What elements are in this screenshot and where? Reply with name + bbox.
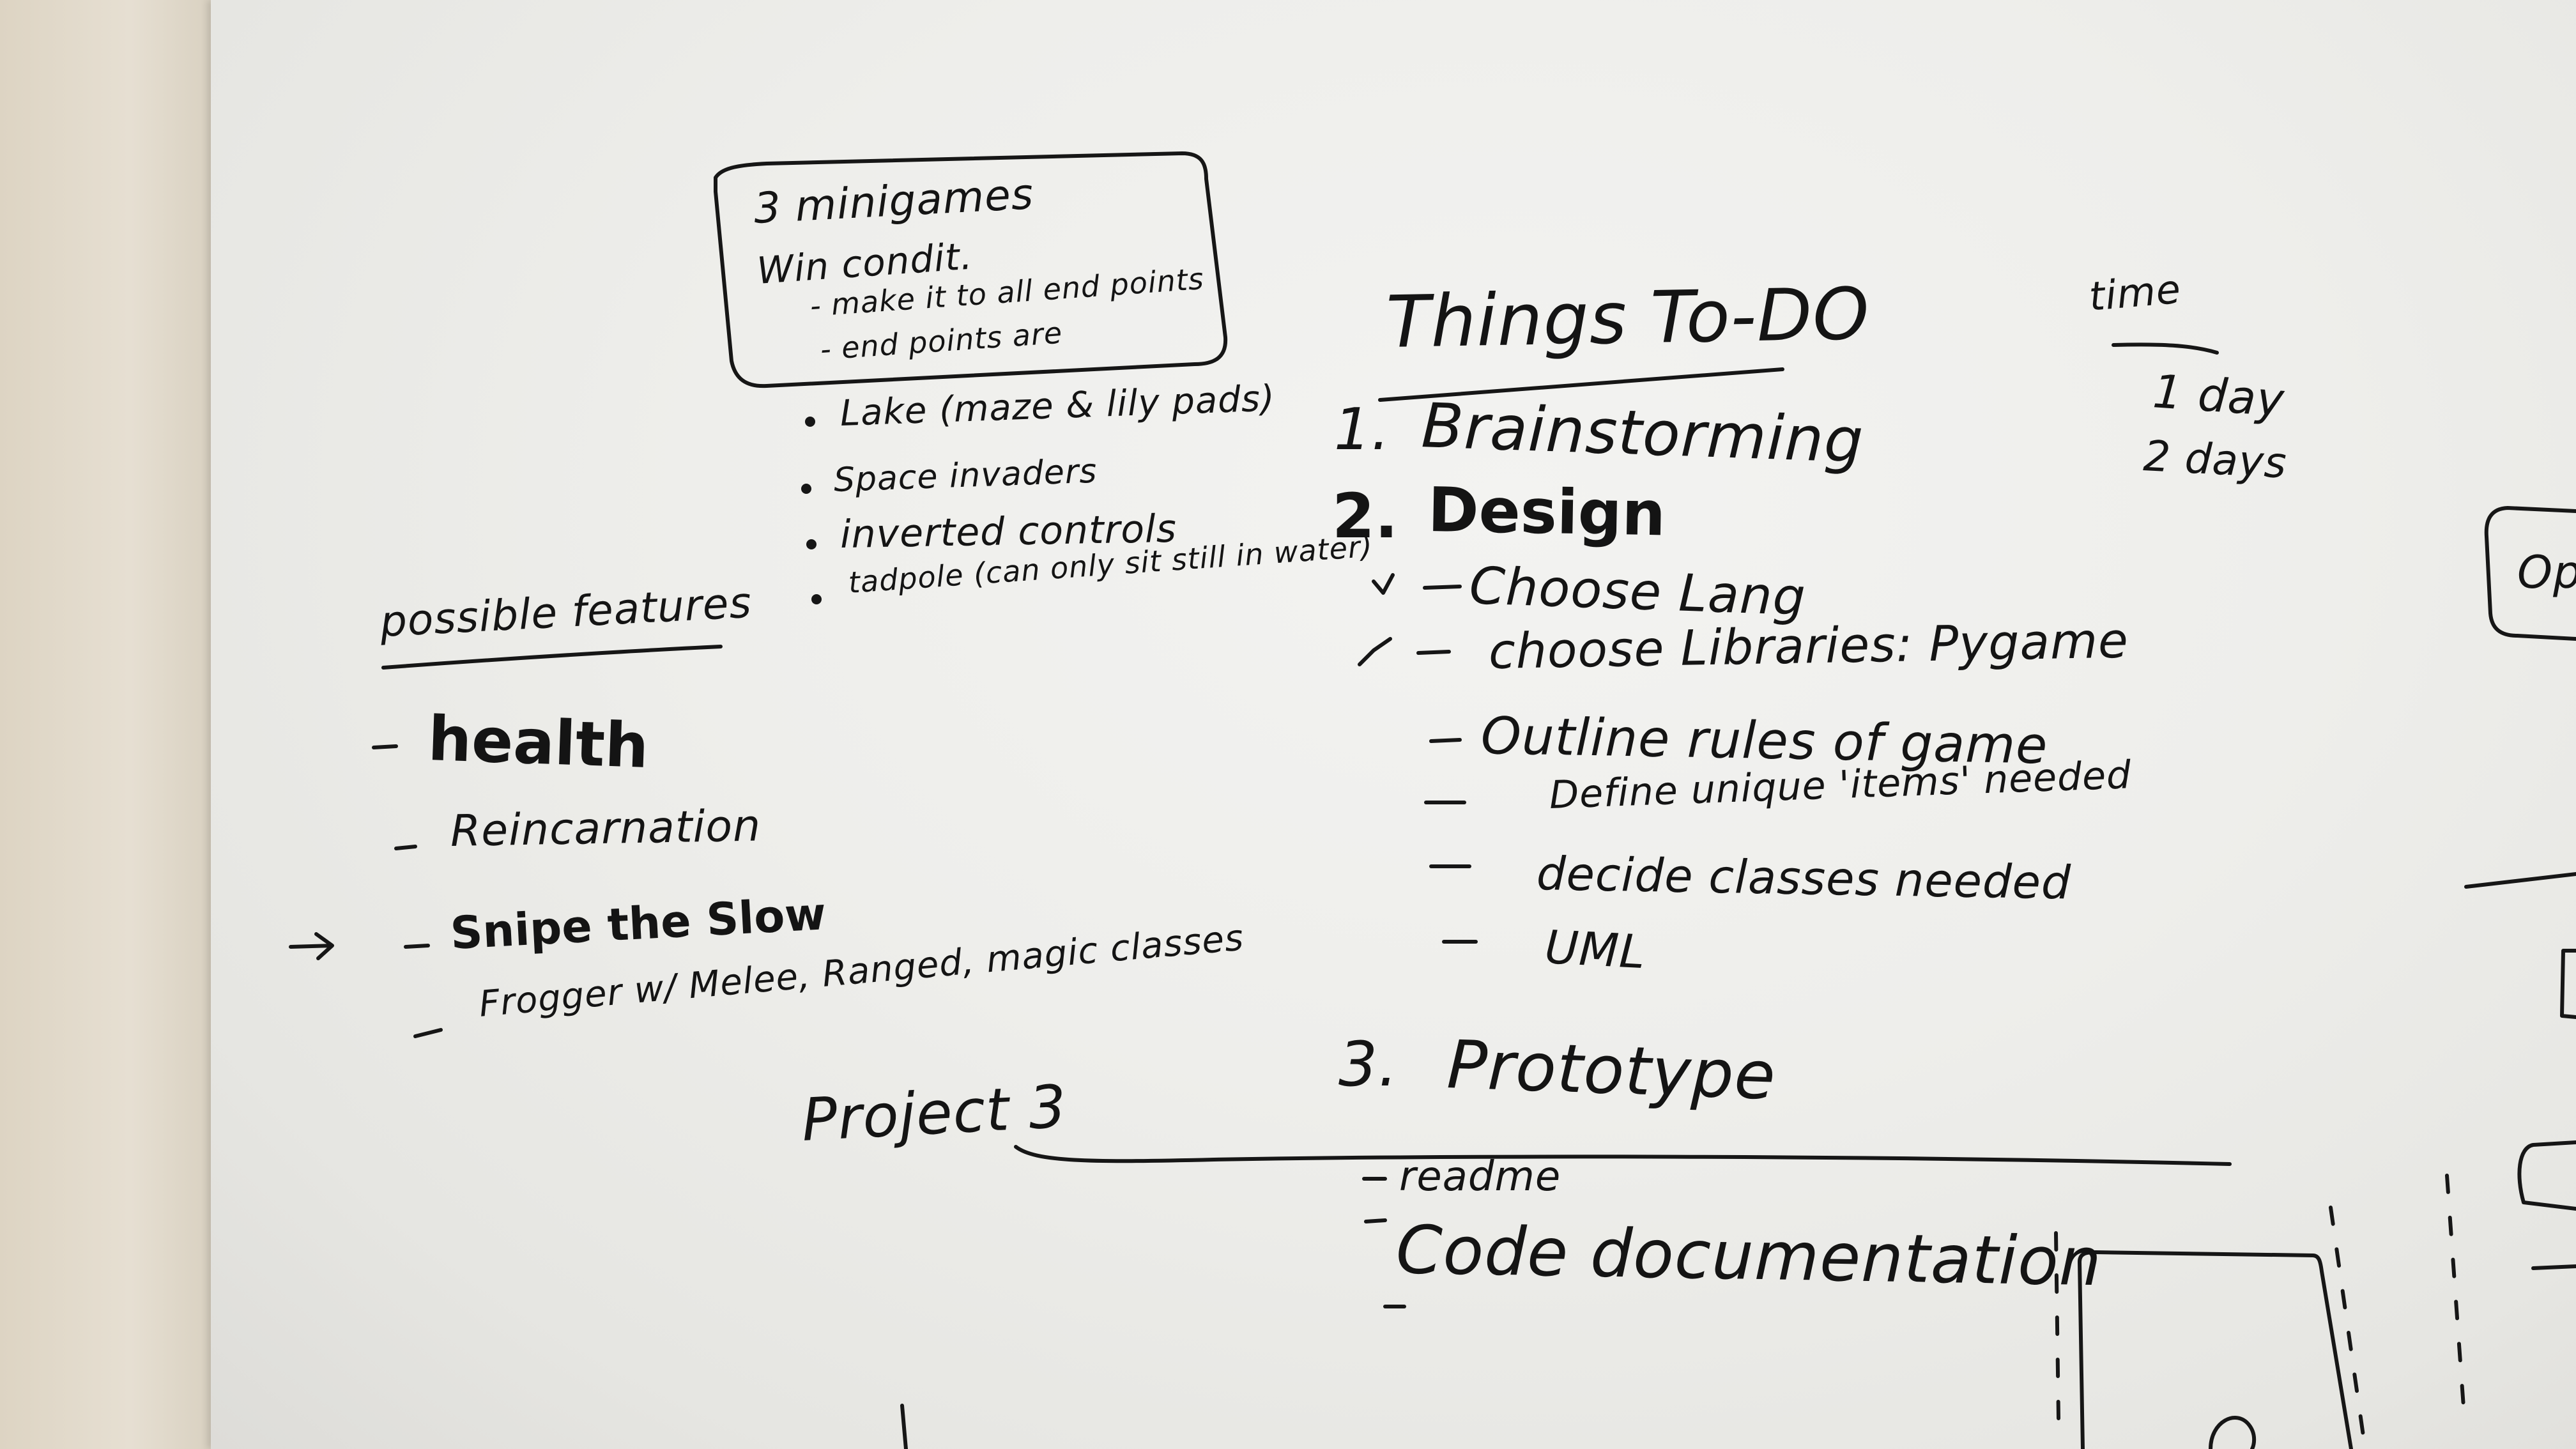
step-3-label: Prototype bbox=[1445, 1025, 1777, 1115]
project-label: Project 3 bbox=[800, 1072, 1069, 1154]
step-1-number: 1. bbox=[1334, 396, 1390, 463]
step-3-number: 3. bbox=[1338, 1029, 1399, 1100]
feature-reincarnation: Reincarnation bbox=[450, 801, 762, 857]
todo-title: Things To-DO bbox=[1385, 272, 1871, 364]
whiteboard bbox=[211, 0, 2576, 1449]
step-2-number: 2. bbox=[1332, 480, 1399, 552]
time-value-2-days: 2 days bbox=[2142, 431, 2288, 488]
time-heading: time bbox=[2087, 265, 2183, 320]
design-task-choose-lang: Choose Lang bbox=[1468, 556, 1807, 627]
step-2-label: Design bbox=[1427, 474, 1666, 550]
right-edge-label: Opt bbox=[2517, 546, 2576, 599]
design-task-uml: UML bbox=[1543, 920, 1647, 979]
design-task-choose-libraries: choose Libraries: Pygame bbox=[1488, 611, 2129, 680]
time-value-1-day: 1 day bbox=[2151, 364, 2287, 427]
feature-health: health bbox=[427, 703, 650, 783]
prototype-task-code-docs: Code documentation bbox=[1395, 1211, 2103, 1301]
design-task-decide-classes: decide classes needed bbox=[1536, 847, 2072, 910]
wall-background bbox=[0, 0, 217, 1449]
prototype-task-readme: readme bbox=[1399, 1153, 1561, 1200]
